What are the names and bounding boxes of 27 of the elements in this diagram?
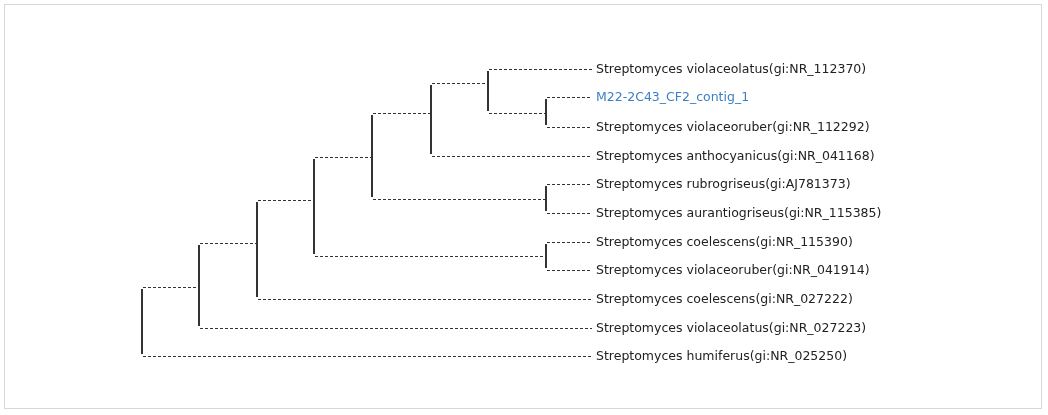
taxon-label: Streptomyces humiferus(gi:NR_025250)	[596, 348, 848, 364]
taxon-label: Streptomyces violaceoruber(gi:NR_112292)	[596, 119, 870, 135]
branch-line	[546, 212, 593, 215]
taxon-label: Streptomyces coelescens(gi:NR_027222)	[596, 291, 853, 307]
taxon-label: Streptomyces violaceolatus(gi:NR_027223)	[596, 320, 867, 336]
branch-line	[488, 112, 547, 115]
branch-line	[372, 112, 432, 115]
branch-line	[546, 126, 593, 129]
taxon-label: Streptomyces aurantiogriseus(gi:NR_115385)	[596, 205, 882, 221]
taxon-label: Streptomyces rubrogriseus(gi:AJ781373)	[596, 176, 851, 192]
branch-line	[257, 298, 593, 301]
branch-line	[431, 155, 593, 158]
branch-line	[546, 183, 593, 186]
taxon-label: Streptomyces violaceoruber(gi:NR_041914)	[596, 262, 870, 278]
branch-line	[546, 96, 593, 99]
branch-line	[546, 241, 593, 244]
branch-line	[546, 269, 593, 272]
taxon-label: Streptomyces coelescens(gi:NR_115390)	[596, 234, 853, 250]
taxon-label: Streptomyces anthocyanicus(gi:NR_041168)	[596, 148, 875, 164]
taxon-label: Streptomyces violaceolatus(gi:NR_112370)	[596, 61, 867, 77]
branch-line	[314, 156, 373, 159]
branch-line	[142, 355, 593, 358]
branch-line	[199, 242, 258, 245]
taxon-label: M22-2C43_CF2_contig_1	[596, 89, 750, 105]
branch-line	[488, 68, 593, 71]
branch-line	[199, 327, 593, 330]
branch-line	[372, 198, 547, 201]
